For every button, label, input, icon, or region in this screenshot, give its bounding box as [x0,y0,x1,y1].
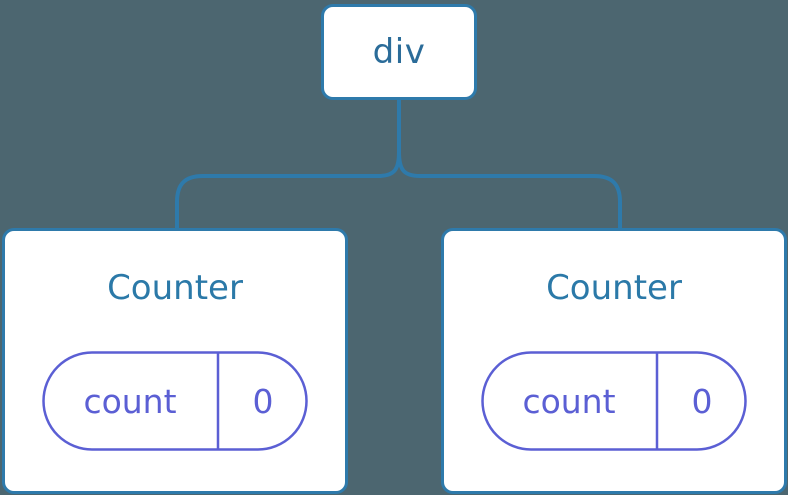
node-div-label: div [372,32,426,72]
state-key: count [83,381,177,421]
connector-trunk [397,98,622,230]
counter-title: Counter [107,268,243,308]
state-value: 0 [252,381,274,421]
node-div[interactable]: div [321,4,477,100]
state-key: count [522,381,616,421]
connector-branch-left [175,150,401,230]
node-counter-left[interactable]: Counter count 0 [2,228,348,494]
state-pill-shape [481,351,747,451]
state-pill[interactable]: count 0 [481,351,747,451]
state-pill[interactable]: count 0 [42,351,308,451]
state-pill-shape [42,351,308,451]
state-value: 0 [691,381,713,421]
counter-title: Counter [546,268,682,308]
node-counter-right[interactable]: Counter count 0 [441,228,787,494]
